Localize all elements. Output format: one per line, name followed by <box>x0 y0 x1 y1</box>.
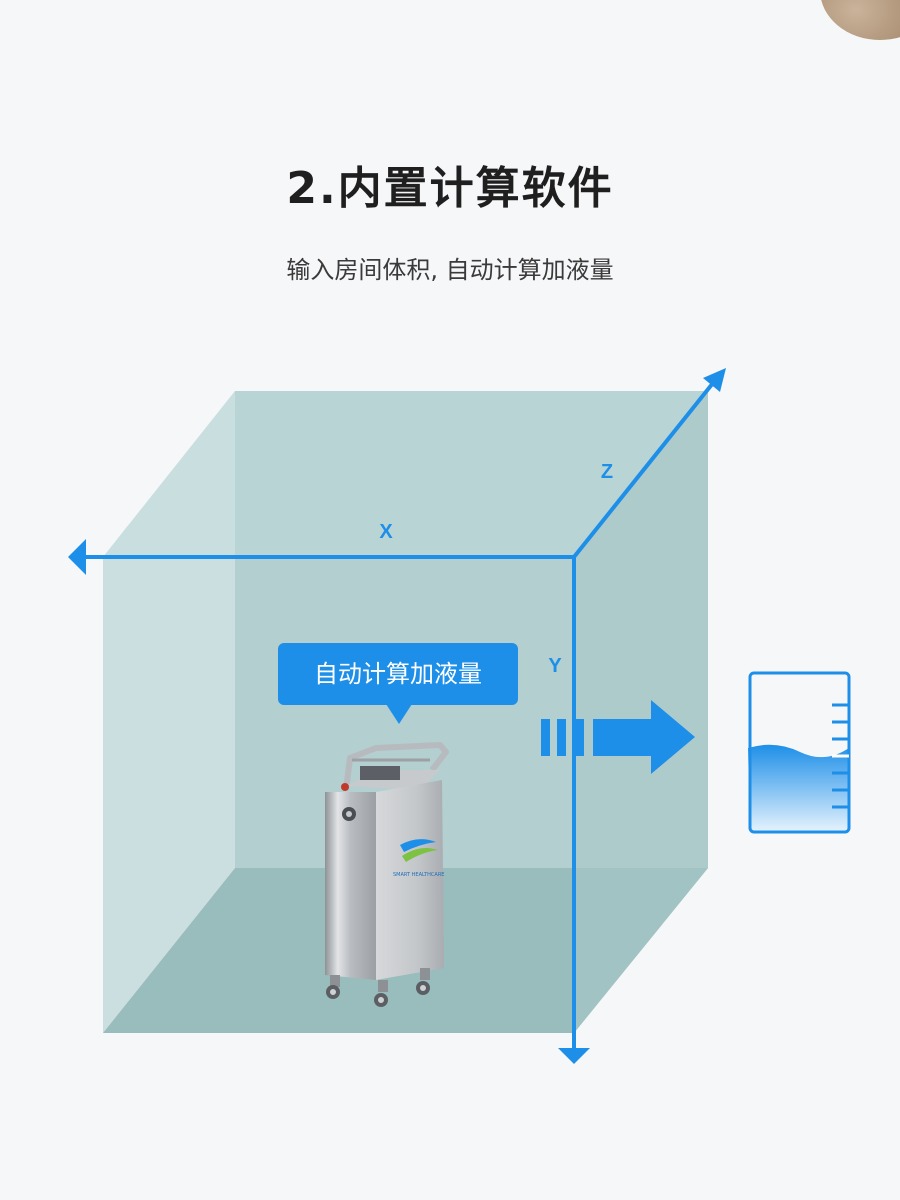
device-logo-text: SMART HEALTHCARE <box>393 872 444 878</box>
callout-pointer <box>386 704 412 724</box>
axis-z <box>572 368 726 559</box>
device-wheels <box>326 968 430 1007</box>
page-subtitle: 输入房间体积, 自动计算加液量 <box>286 256 614 284</box>
room-left-wall <box>103 391 235 1033</box>
axis-y-label: Y <box>548 655 562 677</box>
disinfection-device: SMART HEALTHCARE <box>325 742 449 1007</box>
room-ceiling <box>103 391 708 557</box>
room-right-wall <box>574 391 708 1033</box>
axis-x <box>68 539 574 575</box>
axis-z-label: Z <box>601 461 613 483</box>
page-title: 2.内置计算软件 <box>286 163 614 214</box>
flow-arrow <box>541 700 695 774</box>
axis-y <box>558 557 590 1064</box>
beaker-icon <box>748 671 851 834</box>
axis-x-label: X <box>379 521 393 543</box>
callout-bubble: 自动计算加液量 <box>278 643 518 705</box>
